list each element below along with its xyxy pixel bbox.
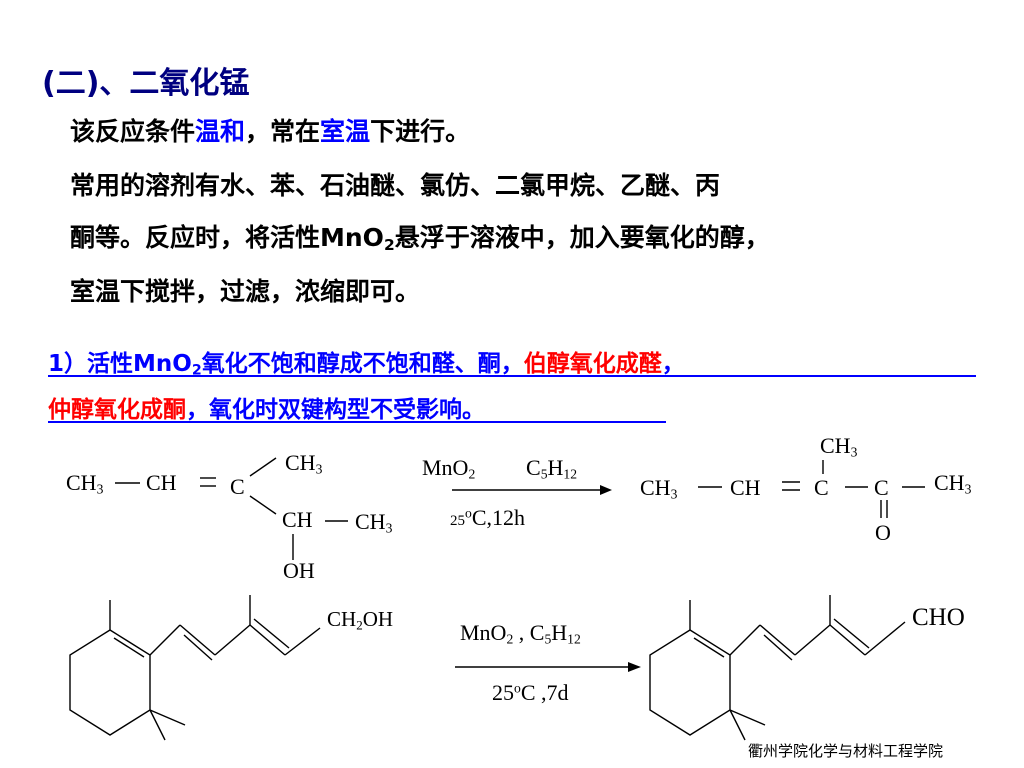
r1-conditions: 25oC,12h xyxy=(450,505,525,531)
p1-carbonyl-c: C xyxy=(874,475,889,500)
atom-label: CH xyxy=(820,433,851,458)
reagent-label: MnO xyxy=(460,620,507,645)
point-text: 活性MnO xyxy=(87,351,192,377)
r2-aldehyde-cho: CHO xyxy=(912,604,965,631)
point-text: ， xyxy=(661,351,685,377)
r1-ch-lower: CH xyxy=(282,507,313,532)
subscript: 3 xyxy=(315,461,323,477)
subscript: 3 xyxy=(670,486,678,502)
intro-line-2: 常用的溶剂有水、苯、石油醚、氯仿、二氯甲烷、乙醚、丙 xyxy=(70,171,721,200)
underline-1 xyxy=(48,375,976,377)
subscript: 3 xyxy=(385,520,393,536)
conditions-text: C ,7d xyxy=(520,680,569,705)
intro-text: 该反应条件 xyxy=(70,117,196,146)
subscript: 3 xyxy=(964,481,972,497)
point-number: 1） xyxy=(48,351,88,377)
r1-c: C xyxy=(230,474,245,499)
point-text: ，氧化时双键构型不受影响 xyxy=(186,397,462,423)
point-text: 氧化不饱和醇成不饱和醛、酮， xyxy=(201,351,524,377)
p1-ch3-right: CH3 xyxy=(934,470,971,497)
subscript: 2 xyxy=(468,466,476,482)
r1-oh: OH xyxy=(283,558,315,583)
atom-label: CH xyxy=(934,470,965,495)
highlight-primary-alcohol: 伯醇氧化成醛 xyxy=(523,351,662,377)
intro-text: 下进行。 xyxy=(370,117,471,146)
subscript: 3 xyxy=(96,481,104,497)
r1-ch: CH xyxy=(146,470,177,495)
temperature: 25 xyxy=(450,513,465,529)
atom-label: CH xyxy=(66,470,97,495)
intro-text: ，常在 xyxy=(245,117,321,146)
subscript: 5 xyxy=(540,466,548,482)
point-1-line-2: 仲醇氧化成酮，氧化时双键构型不受影响。 xyxy=(48,390,485,424)
p1-ch3-left: CH3 xyxy=(640,475,677,502)
subscript: 5 xyxy=(544,631,552,647)
intro-line-4: 室温下搅拌，过滤，浓缩即可。 xyxy=(70,277,421,306)
highlight-secondary-alcohol: 仲醇氧化成酮 xyxy=(48,397,186,423)
atom-label: CH xyxy=(327,607,357,631)
conditions-text: C,12h xyxy=(471,505,525,530)
p1-top-ch3: CH3 xyxy=(820,433,857,460)
intro-line-3: 酮等。反应时，将活性MnO2悬浮于溶液中，加入要氧化的醇， xyxy=(70,218,770,254)
degree-sign: o xyxy=(465,505,472,521)
intro-line-1: 该反应条件温和，常在室温下进行。 xyxy=(70,112,470,148)
r1-reagent-mno2: MnO2 xyxy=(422,455,475,482)
point-1-line-1: 1）活性MnO2氧化不饱和醇成不饱和醛、酮，伯醇氧化成醛， xyxy=(48,344,685,379)
temperature: 25 xyxy=(492,680,514,705)
reagent-label: H xyxy=(551,620,568,645)
p1-c: C xyxy=(814,475,829,500)
keyword-room-temp: 室温 xyxy=(320,117,371,146)
reagent-label: C xyxy=(526,455,541,480)
r1-reagent-pentane: C5H12 xyxy=(526,455,577,482)
p1-oxygen: O xyxy=(875,520,891,545)
degree-sign: o xyxy=(514,680,521,696)
subscript: 2 xyxy=(191,362,202,379)
r2-conditions: 25oC ,7d xyxy=(492,680,569,706)
atom-label: OH xyxy=(362,607,394,631)
subscript: 2 xyxy=(356,617,363,633)
atom-label: CH xyxy=(285,450,316,475)
r1-ch3-right: CH3 xyxy=(355,509,392,536)
point-text: 。 xyxy=(462,397,485,423)
r1-ch3-left: CH3 xyxy=(66,470,103,497)
keyword-mild: 温和 xyxy=(195,117,246,146)
subscript: 2 xyxy=(506,631,514,647)
reagent-label: , C xyxy=(513,620,545,645)
p1-ch: CH xyxy=(730,475,761,500)
slide-title: (二)、二氧化锰 xyxy=(42,66,250,101)
intro-text: 悬浮于溶液中，加入要氧化的醇， xyxy=(394,223,770,252)
subscript: 2 xyxy=(383,235,395,254)
subscript: 12 xyxy=(563,466,578,482)
reagent-label: MnO xyxy=(422,455,469,480)
r2-reagents: MnO2 , C5H12 xyxy=(460,620,581,647)
intro-text: 酮等。反应时，将活性MnO xyxy=(70,223,384,252)
atom-label: CH xyxy=(640,475,671,500)
r1-top-ch3: CH3 xyxy=(285,450,322,477)
r2-ch2oh: CH2OH xyxy=(327,607,393,633)
atom-label: CH xyxy=(355,509,386,534)
subscript: 12 xyxy=(567,631,581,647)
underline-2 xyxy=(48,421,666,423)
reagent-label: H xyxy=(547,455,564,480)
subscript: 3 xyxy=(850,444,858,460)
institution-footer: 衢州学院化学与材料工程学院 xyxy=(748,742,944,760)
